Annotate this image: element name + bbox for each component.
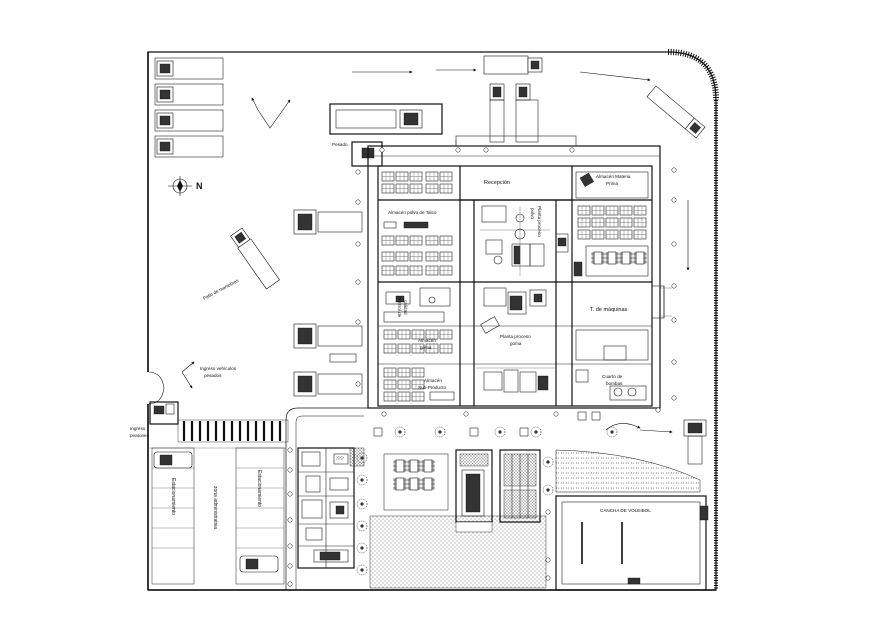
label-ingreso-vehiculos-2: pesados: [204, 373, 222, 378]
label-cuarto-bombas-2: bombas: [606, 381, 623, 386]
pump-room: [575, 329, 649, 401]
label-ingreso-peatones: Ingreso: [130, 426, 146, 431]
arrow-icon: [579, 71, 651, 82]
label-patio-maniobras: Patio de maniobras: [202, 278, 240, 301]
parking-lot-west: [151, 447, 285, 585]
garden-area: [555, 449, 701, 493]
label-almacen-polvo-talco: Almacén polvo de Talco: [388, 210, 437, 215]
truck-icon: [293, 209, 317, 235]
label-almacen-goma-2: goma: [420, 345, 432, 350]
flow-arrows: [181, 68, 690, 434]
truck-icon: [230, 227, 280, 290]
powder-process-plant: [480, 205, 569, 276]
volleyball-court: CANCHA DE VOLEIBOL: [555, 495, 709, 591]
truck-icon: [579, 172, 594, 187]
label-ingreso-vehiculos: Ingreso vehículos: [200, 366, 237, 371]
truck-icon: [646, 85, 706, 139]
car-icon: [153, 451, 193, 469]
main-building: [367, 135, 672, 409]
dock-trucks-west: [293, 209, 363, 397]
rubber-process-plant: [476, 287, 556, 393]
weighing-station: Pesado: [329, 103, 443, 167]
truck-icon: [156, 112, 174, 129]
label-pesado: Pesado: [332, 142, 348, 147]
truck-icon: [156, 86, 174, 103]
label-almacen-materia-prima-2: Prima: [606, 181, 618, 186]
truck-icon: [293, 371, 317, 397]
kitchen-block: [455, 449, 493, 523]
label-zona-administrativa: zona administrativa: [212, 486, 218, 529]
label-planta-proceso-goma: Planta proceso: [500, 334, 531, 339]
truck-icon: [515, 83, 531, 101]
quality-control-room: [383, 287, 451, 323]
label-almacen-subproducto: Almacén: [424, 378, 442, 383]
label-control-calidad: Control de: [397, 296, 402, 318]
truck-icon: [489, 83, 505, 101]
label-taller-maquinas: T. de máquinas: [590, 307, 628, 313]
truck-icon: [399, 109, 423, 129]
label-estacionamiento-1: Estacionamiento: [170, 478, 176, 515]
truck-icon: [483, 55, 543, 75]
arrow-icon: [639, 429, 673, 434]
north-arrow-icon: N: [168, 176, 203, 196]
rubber-storage-shelves: [383, 329, 455, 402]
truck-icon: [156, 60, 174, 77]
label-estacionamiento-2: Estacionamiento: [256, 470, 262, 507]
arrow-icon: [257, 99, 291, 129]
car-icon: [239, 555, 279, 573]
administrative-building: [297, 447, 365, 569]
restrooms: [499, 449, 541, 523]
label-almacen-subproducto-2: Sub-Producto: [418, 385, 447, 390]
truck-parking-bays: [154, 57, 224, 158]
crosswalk: [177, 419, 289, 443]
raw-material-storage: [573, 171, 649, 277]
svg-text:N: N: [196, 181, 203, 191]
arrow-icon: [605, 423, 641, 431]
truck-icon: [293, 323, 317, 349]
talc-storage-shelves: [381, 171, 453, 276]
label-cancha-voleibol: CANCHA DE VOLEIBOL: [600, 508, 651, 513]
label-ingreso-peatones-2: peatones: [130, 433, 150, 438]
label-cuarto-bombas: Cuarto de: [602, 374, 623, 379]
truck-icon: [156, 138, 174, 155]
label-planta-proceso-goma-2: goma: [510, 341, 522, 346]
label-control-calidad-2: calidad: [403, 300, 408, 315]
site-boundary: [147, 49, 719, 591]
cafeteria: [383, 453, 449, 511]
label-planta-proceso-polvo-2: polvo: [530, 208, 535, 219]
south-row-markers: [373, 411, 601, 437]
label-almacen-materia-prima: Almacén Materia: [596, 174, 631, 179]
label-recepcion: Recepción: [484, 180, 510, 186]
label-planta-proceso-polvo: Planta proceso: [537, 206, 542, 237]
label-almacen-goma: Almacén: [418, 338, 436, 343]
pedestrian-entrance: [149, 401, 179, 425]
truck-icon: [683, 419, 707, 465]
arrow-icon: [181, 371, 193, 389]
vehicle-gate: [147, 371, 165, 405]
arrow-icon: [181, 361, 195, 373]
